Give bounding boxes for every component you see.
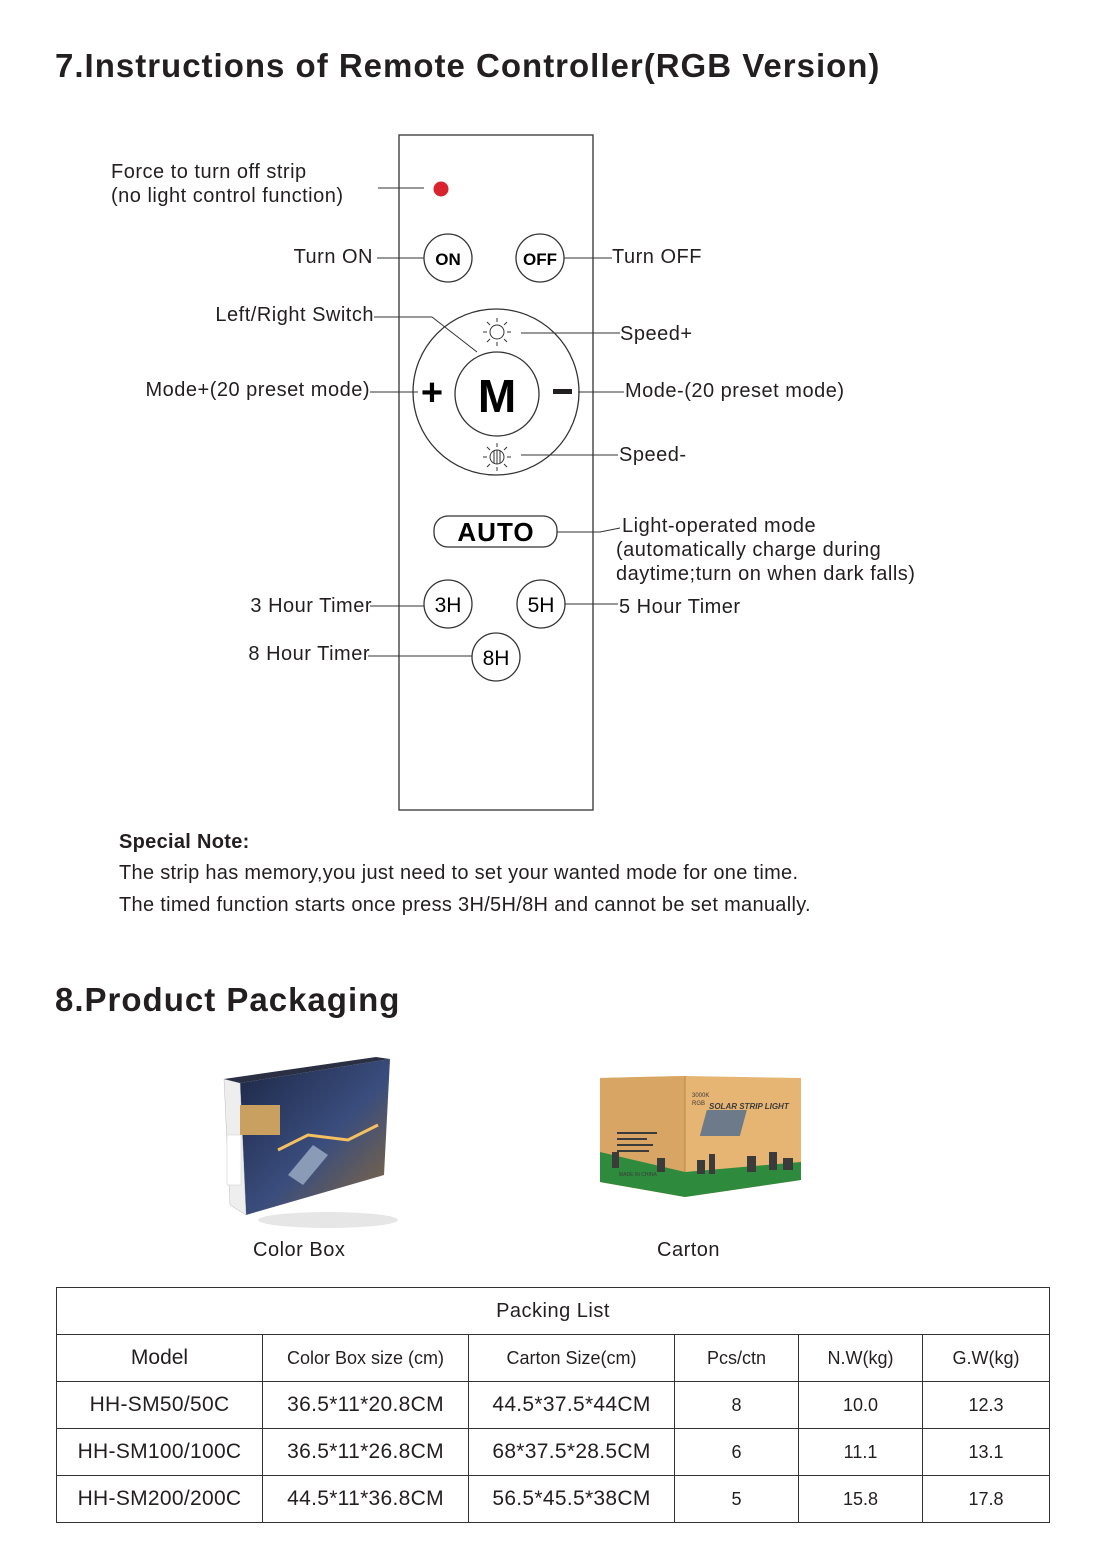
mode-plus-button[interactable]: + (421, 372, 443, 414)
header-model: Model (56, 1334, 263, 1382)
carton-print-3000k: 3000K (692, 1093, 709, 1099)
timer-8h-label: 8H (483, 647, 510, 670)
cell-color-box-size: 44.5*11*36.8CM (262, 1475, 469, 1523)
speed-minus-label: Speed- (619, 444, 687, 466)
header-pcs-ctn: Pcs/ctn (674, 1334, 799, 1382)
timer-8h-button[interactable]: 8H (471, 632, 521, 682)
force-off-label-2: (no light control function) (111, 185, 344, 207)
timer-5h-text: 5 Hour Timer (619, 596, 741, 618)
table-row: HH-SM100/100C 36.5*11*26.8CM 68*37.5*28.… (56, 1428, 1050, 1476)
auto-button-label: AUTO (457, 517, 534, 547)
cell-gw: 17.8 (922, 1475, 1050, 1523)
turn-off-label: Turn OFF (612, 246, 702, 268)
cell-gw: 12.3 (922, 1381, 1050, 1429)
cell-pcs: 5 (674, 1475, 799, 1523)
speed-plus-label: Speed+ (620, 323, 693, 345)
light-mode-label-1: Light-operated mode (622, 515, 817, 537)
carton-print-made-in: MADE IN CHINA (619, 1172, 657, 1178)
carton-caption: Carton (657, 1239, 721, 1261)
special-note-line-2: The timed function starts once press 3H/… (119, 894, 811, 916)
off-button[interactable]: OFF (515, 233, 565, 283)
cell-model: HH-SM100/100C (56, 1428, 263, 1476)
cell-color-box-size: 36.5*11*26.8CM (262, 1428, 469, 1476)
light-mode-label-2: (automatically charge during (616, 539, 882, 561)
left-right-switch-label: Left/Right Switch (215, 304, 374, 326)
timer-3h-button[interactable]: 3H (423, 579, 473, 629)
packing-list-table: Packing List Model Color Box size (cm) C… (56, 1287, 1050, 1523)
light-mode-label-3: daytime;turn on when dark falls) (616, 563, 916, 585)
timer-3h-label: 3H (435, 594, 462, 617)
force-off-label-1: Force to turn off strip (111, 161, 307, 183)
timer-5h-button[interactable]: 5H (516, 579, 566, 629)
timer-8h-text: 8 Hour Timer (248, 643, 370, 665)
color-box-caption: Color Box (253, 1239, 346, 1261)
section-title-packaging: 8.Product Packaging (55, 981, 401, 1018)
off-button-label: OFF (523, 250, 557, 269)
timer-3h-text: 3 Hour Timer (250, 595, 372, 617)
packing-list-caption: Packing List (56, 1287, 1050, 1335)
on-button-label: ON (435, 250, 461, 269)
section-title-remote: 7.Instructions of Remote Controller(RGB … (55, 47, 881, 84)
mode-minus-button[interactable] (553, 389, 572, 394)
mode-button[interactable] (454, 351, 540, 437)
header-carton-size: Carton Size(cm) (468, 1334, 675, 1382)
mode-minus-label: Mode-(20 preset mode) (625, 380, 845, 402)
table-row: HH-SM200/200C 44.5*11*36.8CM 56.5*45.5*3… (56, 1475, 1050, 1523)
cell-carton-size: 68*37.5*28.5CM (468, 1428, 675, 1476)
cell-model: HH-SM50/50C (56, 1381, 263, 1429)
special-note-line-1: The strip has memory,you just need to se… (119, 862, 799, 884)
remote-controller-diagram: ON OFF M + AUTO 3H (368, 134, 624, 811)
timer-5h-label: 5H (528, 594, 555, 617)
speed-plus-sun-icon[interactable] (483, 318, 511, 346)
cell-gw: 13.1 (922, 1428, 1050, 1476)
power-off-dot[interactable] (433, 181, 449, 197)
cell-nw: 10.0 (798, 1381, 923, 1429)
mode-plus-label: Mode+(20 preset mode) (145, 379, 370, 401)
cell-pcs: 8 (674, 1381, 799, 1429)
header-color-box-size: Color Box size (cm) (262, 1334, 469, 1382)
cell-nw: 15.8 (798, 1475, 923, 1523)
carton-image: 3000K RGB SOLAR STRIP LIGHT MADE IN CHIN… (600, 1076, 801, 1197)
carton-print-rgb: RGB (692, 1101, 705, 1107)
speed-minus-sun-icon[interactable] (483, 443, 511, 471)
on-button[interactable]: ON (423, 233, 473, 283)
table-header-row: Model Color Box size (cm) Carton Size(cm… (56, 1334, 1050, 1382)
cell-pcs: 6 (674, 1428, 799, 1476)
cell-carton-size: 44.5*37.5*44CM (468, 1381, 675, 1429)
cell-model: HH-SM200/200C (56, 1475, 263, 1523)
cell-color-box-size: 36.5*11*20.8CM (262, 1381, 469, 1429)
cell-carton-size: 56.5*45.5*38CM (468, 1475, 675, 1523)
mode-button-label: M (478, 370, 516, 422)
table-row: HH-SM50/50C 36.5*11*20.8CM 44.5*37.5*44C… (56, 1381, 1050, 1429)
cell-nw: 11.1 (798, 1428, 923, 1476)
special-note-title: Special Note: (119, 831, 250, 853)
header-gw: G.W(kg) (922, 1334, 1050, 1382)
color-box-image (223, 1057, 398, 1228)
header-nw: N.W(kg) (798, 1334, 923, 1382)
auto-button[interactable]: AUTO (433, 515, 558, 548)
carton-print-brand: SOLAR STRIP LIGHT (709, 1102, 790, 1111)
turn-on-label: Turn ON (293, 246, 373, 268)
